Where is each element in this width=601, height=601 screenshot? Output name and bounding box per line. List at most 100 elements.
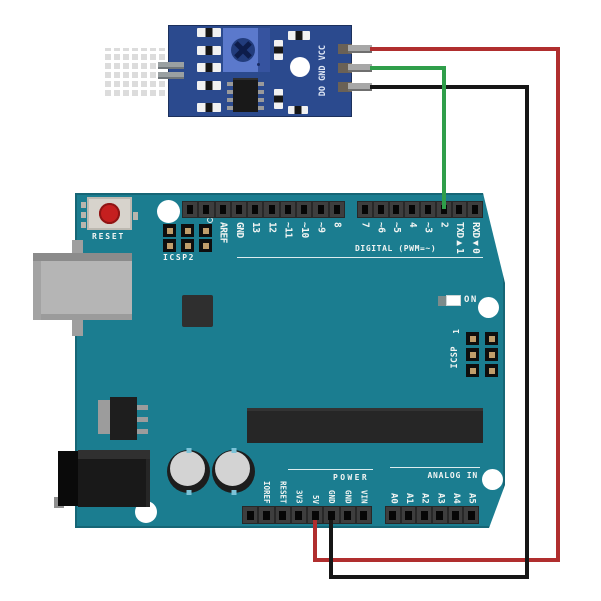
pin-socket[interactable]	[404, 201, 420, 218]
pin-socket[interactable]	[214, 201, 231, 218]
pin-socket[interactable]	[357, 201, 373, 218]
pin-socket[interactable]	[463, 506, 480, 524]
digital-pin-column[interactable]: GND	[230, 201, 248, 243]
analog-pin-column[interactable]: A3	[432, 460, 448, 524]
potentiometer-dial[interactable]	[231, 38, 255, 62]
pin-socket[interactable]	[307, 506, 324, 524]
pin-socket[interactable]	[230, 201, 248, 218]
green-wire-segment[interactable]	[370, 66, 446, 70]
digital-pin-column[interactable]: RXD◀0	[467, 201, 483, 253]
humidity-sensor-element[interactable]	[105, 48, 165, 96]
digital-pin-column[interactable]: ~6	[372, 201, 389, 253]
pin-socket[interactable]	[274, 506, 291, 524]
power-pin-column[interactable]: VIN	[355, 460, 372, 524]
pin-socket[interactable]	[467, 201, 483, 218]
red-wire-segment[interactable]	[313, 558, 560, 562]
pin-socket[interactable]	[432, 506, 448, 524]
power-pin-column[interactable]: RESET	[274, 460, 291, 524]
icsp-pin[interactable]	[485, 364, 498, 377]
power-jack[interactable]	[78, 450, 150, 507]
power-pin-column[interactable]: GND	[339, 460, 356, 524]
green-wire-segment[interactable]	[442, 66, 446, 209]
digital-pin-column[interactable]: 2	[435, 201, 452, 253]
analog-pin-column[interactable]: A1	[400, 460, 417, 524]
module-pin-gnd[interactable]	[348, 64, 372, 72]
digital-pin-column[interactable]: 7	[357, 201, 373, 253]
power-pin-column[interactable]	[242, 460, 259, 524]
mcu-ic[interactable]	[247, 408, 483, 443]
pin-socket[interactable]	[242, 506, 259, 524]
red-wire-segment[interactable]	[313, 520, 317, 562]
pin-socket[interactable]	[182, 201, 199, 218]
pin-socket[interactable]	[258, 506, 275, 524]
digital-pin-column[interactable]: AREF	[214, 201, 231, 243]
icsp2-pin[interactable]	[181, 239, 194, 252]
pin-socket[interactable]	[451, 201, 468, 218]
pin-socket[interactable]	[263, 201, 280, 218]
analog-pin-column[interactable]: A4	[447, 460, 464, 524]
analog-pin-column[interactable]: A2	[416, 460, 433, 524]
analog-pin-column[interactable]: A5	[463, 460, 480, 524]
digital-pin-column[interactable]: ~11	[279, 201, 297, 243]
icsp2-pin[interactable]	[199, 239, 212, 252]
pin-socket[interactable]	[198, 201, 215, 218]
digital-pin-column[interactable]: ~5	[388, 201, 405, 253]
module-pin-vcc[interactable]	[348, 45, 372, 53]
power-pin-column[interactable]: 3V3	[290, 460, 307, 524]
digital-pin-column[interactable]: TXD▶1	[451, 201, 468, 253]
icsp2-pin[interactable]	[163, 224, 176, 237]
black-wire-segment[interactable]	[329, 575, 529, 579]
pin-socket[interactable]	[372, 201, 389, 218]
black-wire-segment[interactable]	[329, 520, 333, 579]
icsp2-pin[interactable]	[181, 224, 194, 237]
power-pin-column[interactable]: GND	[323, 460, 340, 524]
pin-socket[interactable]	[447, 506, 464, 524]
icsp-pin[interactable]	[466, 332, 479, 345]
pin-socket[interactable]	[296, 201, 313, 218]
icsp-pin[interactable]	[466, 364, 479, 377]
digital-pin-column[interactable]: 8	[328, 201, 345, 243]
usb-connector[interactable]	[33, 253, 132, 320]
pin-socket[interactable]	[279, 201, 297, 218]
pin-socket[interactable]	[328, 201, 345, 218]
digital-pin-column[interactable]: ~3	[420, 201, 436, 253]
pin-socket[interactable]	[323, 506, 340, 524]
pin-socket[interactable]	[312, 201, 329, 218]
pin-socket[interactable]	[435, 201, 452, 218]
red-wire-segment[interactable]	[556, 47, 560, 562]
icsp-pin[interactable]	[485, 348, 498, 361]
black-wire-segment[interactable]	[370, 85, 529, 89]
pin-socket[interactable]	[400, 506, 417, 524]
pin-socket[interactable]	[355, 506, 372, 524]
comparator-ic[interactable]	[233, 78, 258, 112]
icsp-pin[interactable]	[485, 332, 498, 345]
potentiometer[interactable]	[223, 28, 270, 72]
icsp2-header[interactable]	[163, 224, 212, 252]
red-wire-segment[interactable]	[370, 47, 560, 51]
digital-pin-column[interactable]	[182, 201, 199, 243]
icsp2-pin[interactable]	[199, 224, 212, 237]
icsp-header[interactable]	[466, 332, 498, 377]
pin-socket[interactable]	[339, 506, 356, 524]
digital-pin-column[interactable]: 12	[263, 201, 280, 243]
pin-socket[interactable]	[416, 506, 433, 524]
module-pin-do[interactable]	[348, 83, 372, 91]
analog-pin-column[interactable]: A0	[385, 460, 401, 524]
digital-pin-column[interactable]: 4	[404, 201, 420, 253]
digital-pin-column[interactable]: 13	[247, 201, 264, 243]
icsp2-pin[interactable]	[163, 239, 176, 252]
digital-pin-column[interactable]	[198, 201, 215, 243]
digital-pin-column[interactable]: ~10	[296, 201, 313, 243]
power-pin-column[interactable]: 5V	[307, 460, 324, 524]
pin-socket[interactable]	[290, 506, 307, 524]
pin-socket[interactable]	[385, 506, 401, 524]
power-pin-column[interactable]: IOREF	[258, 460, 275, 524]
reset-button-cap[interactable]	[99, 203, 120, 224]
digital-pin-column[interactable]: ~9	[312, 201, 329, 243]
sensor-module-board[interactable]: DO GND VCC	[168, 25, 352, 117]
pin-socket[interactable]	[388, 201, 405, 218]
pin-socket[interactable]	[420, 201, 436, 218]
pin-socket[interactable]	[247, 201, 264, 218]
reset-button[interactable]	[87, 197, 132, 230]
black-wire-segment[interactable]	[525, 85, 529, 579]
